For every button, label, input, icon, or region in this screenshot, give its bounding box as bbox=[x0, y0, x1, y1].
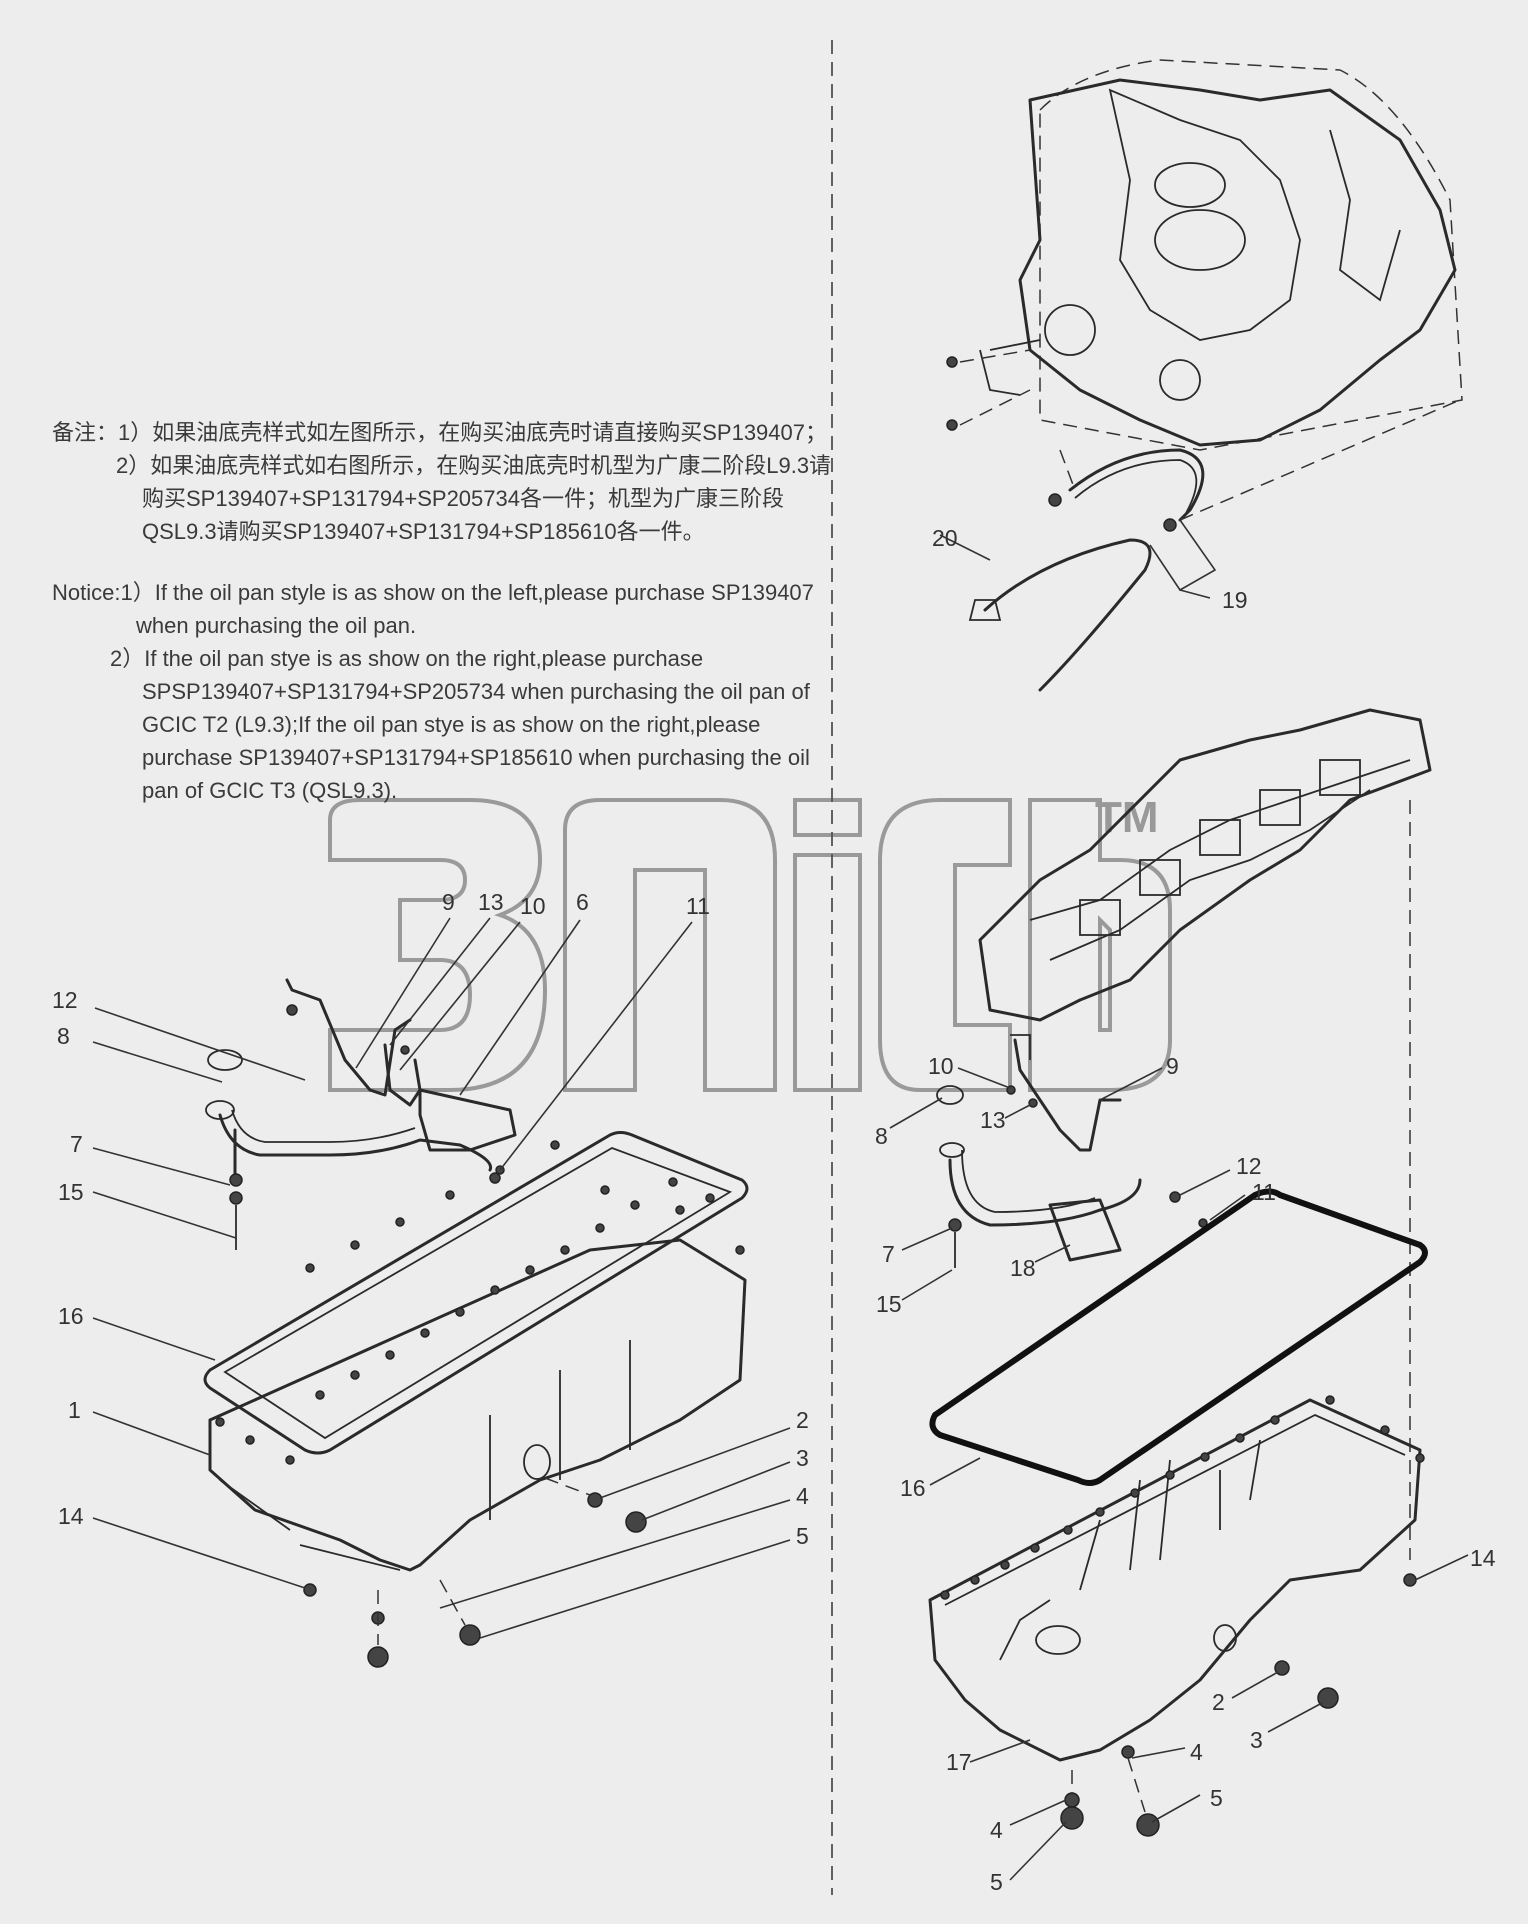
callouts-left: 9 13 10 6 11 12 8 7 15 16 1 2 3 4 5 14 bbox=[52, 889, 809, 1549]
leader-lines bbox=[92, 917, 1469, 1881]
dipstick-tube bbox=[1048, 399, 1461, 532]
note-en-5: GCIC T2 (L9.3);If the oil pan stye is as… bbox=[142, 712, 761, 737]
callout-2: 2 bbox=[796, 1407, 809, 1433]
watermark-logo: TM bbox=[328, 793, 1172, 1092]
left-pan-flange-bolts bbox=[215, 1140, 745, 1597]
note-en-4: SPSP139407+SP131794+SP205734 when purcha… bbox=[142, 679, 810, 704]
callout-r-8: 8 bbox=[875, 1123, 888, 1149]
callout-13: 13 bbox=[478, 889, 504, 915]
callout-7: 7 bbox=[70, 1131, 83, 1157]
notes-block: 备注：1）如果油底壳样式如左图所示，在购买油底壳时请直接购买SP139407； … bbox=[52, 416, 832, 807]
callout-8: 8 bbox=[57, 1023, 70, 1049]
callout-r-7: 7 bbox=[882, 1241, 895, 1267]
callout-4: 4 bbox=[796, 1483, 809, 1509]
dipstick bbox=[968, 538, 1152, 692]
callout-6: 6 bbox=[576, 889, 589, 915]
left-gasket bbox=[203, 1131, 749, 1455]
note-en-6: purchase SP139407+SP131794+SP185610 when… bbox=[142, 745, 810, 770]
callout-r-2: 2 bbox=[1212, 1689, 1225, 1715]
note-cn-3: 购买SP139407+SP131794+SP205734各一件；机型为广康三阶段 bbox=[142, 486, 784, 511]
callout-r-11: 11 bbox=[1252, 1179, 1276, 1205]
right-pan-flange-bolts bbox=[940, 1395, 1425, 1600]
callout-15: 15 bbox=[58, 1179, 84, 1205]
callouts-right: 10 9 8 13 12 11 7 15 18 16 14 2 3 17 4 5… bbox=[875, 1053, 1496, 1895]
left-oil-pan bbox=[208, 1238, 747, 1572]
right-gasket bbox=[929, 1188, 1428, 1486]
callouts-right-top: 20 19 bbox=[932, 525, 1248, 613]
callout-r-5a: 5 bbox=[1210, 1785, 1223, 1811]
note-cn-4: QSL9.3请购买SP139407+SP131794+SP185610各一件。 bbox=[142, 519, 705, 544]
callout-3: 3 bbox=[796, 1445, 809, 1471]
engine-front-assembly bbox=[979, 59, 1463, 451]
callout-5: 5 bbox=[796, 1523, 809, 1549]
callout-r-9: 9 bbox=[1166, 1053, 1179, 1079]
callout-r-16: 16 bbox=[900, 1475, 926, 1501]
callout-r-12: 12 bbox=[1236, 1153, 1262, 1179]
callout-9: 9 bbox=[442, 889, 455, 915]
note-en-1: Notice:1）If the oil pan style is as show… bbox=[52, 580, 814, 605]
note-en-7: pan of GCIC T3 (QSL9.3). bbox=[142, 778, 398, 803]
callout-r-18: 18 bbox=[1010, 1255, 1036, 1281]
callout-14: 14 bbox=[58, 1503, 84, 1529]
engine-block-bottom bbox=[978, 708, 1432, 1560]
callout-11: 11 bbox=[686, 893, 710, 919]
callout-r-15: 15 bbox=[876, 1291, 902, 1317]
note-cn-2: 2）如果油底壳样式如右图所示，在购买油底壳时机型为广康二阶段L9.3请 bbox=[116, 453, 832, 478]
callout-20: 20 bbox=[932, 525, 958, 551]
callout-r-10: 10 bbox=[928, 1053, 954, 1079]
callout-r-5b: 5 bbox=[990, 1869, 1003, 1895]
right-oil-pan bbox=[928, 1398, 1422, 1762]
callout-16: 16 bbox=[58, 1303, 84, 1329]
callout-10: 10 bbox=[520, 893, 546, 919]
callout-12: 12 bbox=[52, 987, 78, 1013]
right-suction-tube bbox=[936, 1034, 1142, 1262]
callout-r-4a: 4 bbox=[1190, 1739, 1203, 1765]
callout-r-4b: 4 bbox=[990, 1817, 1003, 1843]
note-en-3: 2）If the oil pan stye is as show on the … bbox=[110, 646, 704, 671]
callout-r-17: 17 bbox=[946, 1749, 972, 1775]
callout-r-3: 3 bbox=[1250, 1727, 1263, 1753]
callout-19: 19 bbox=[1222, 587, 1248, 613]
callout-r-14: 14 bbox=[1470, 1545, 1496, 1571]
note-cn-1: 备注：1）如果油底壳样式如左图所示，在购买油底壳时请直接购买SP139407； bbox=[52, 420, 827, 445]
callout-1: 1 bbox=[68, 1397, 81, 1423]
callout-r-13: 13 bbox=[980, 1107, 1006, 1133]
note-en-2: when purchasing the oil pan. bbox=[136, 613, 417, 638]
